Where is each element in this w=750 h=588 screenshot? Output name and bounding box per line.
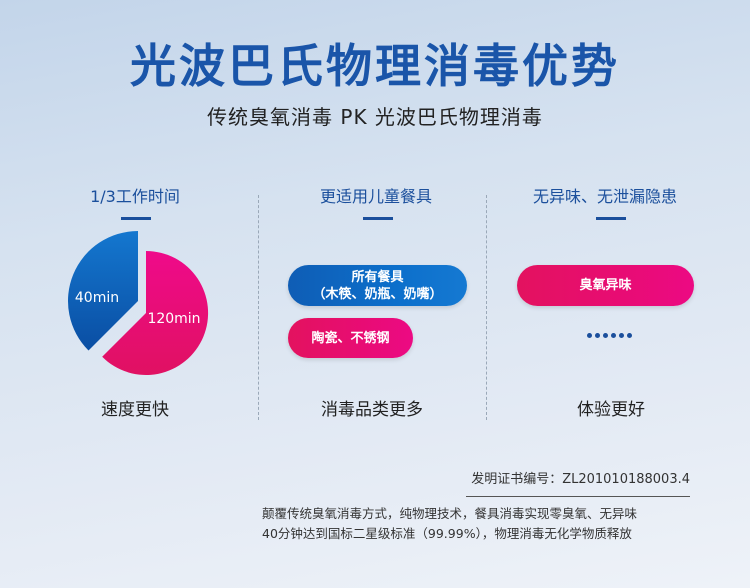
time-pie-chart: 40min 120min (50, 225, 220, 395)
column-2-title-underline (363, 217, 393, 220)
column-2-footer: 消毒品类更多 (321, 400, 423, 420)
pill-ozone-odor-label: 臭氧异味 (579, 278, 632, 293)
patent-number: 发明证书编号：ZL201010188003.4 (471, 472, 690, 487)
column-1-title: 1/3工作时间 (90, 187, 180, 206)
column-3-footer: 体验更好 (577, 400, 645, 420)
pill-ceramic-steel: 陶瓷、不锈钢 (288, 318, 413, 358)
page-title: 光波巴氏物理消毒优势 (130, 39, 620, 93)
column-2-title: 更适用儿童餐具 (319, 187, 432, 206)
dot-icon (587, 333, 592, 338)
column-divider-1 (258, 195, 259, 420)
column-3-title-underline (596, 217, 626, 220)
column-1-footer: 速度更快 (101, 400, 169, 420)
column-1-title-underline (121, 217, 151, 220)
pie-label-120min: 120min (147, 311, 201, 327)
column-3-title: 无异味、无泄漏隐患 (532, 187, 677, 206)
ellipsis-dots (587, 333, 632, 338)
pill-ceramic-steel-label: 陶瓷、不锈钢 (311, 330, 390, 346)
pie-slice-40min (67, 231, 138, 351)
column-divider-2 (486, 195, 487, 420)
dot-icon (603, 333, 608, 338)
pill-all-tableware-line1: 所有餐具 (351, 269, 404, 285)
page-subtitle: 传统臭氧消毒 PK 光波巴氏物理消毒 (207, 105, 543, 129)
pie-slice-120min (102, 250, 209, 375)
pill-all-tableware-line2: （木筷、奶瓶、奶嘴） (312, 286, 443, 302)
description-line-2: 40分钟达到国标二星级标准（99.99%），物理消毒无化学物质释放 (262, 526, 632, 541)
pie-chart-icon (67, 231, 209, 375)
dot-icon (619, 333, 624, 338)
dot-icon (627, 333, 632, 338)
description: 颠覆传统臭氧消毒方式，纯物理技术，餐具消毒实现零臭氧、无异味 40分钟达到国标二… (262, 504, 702, 544)
dot-icon (595, 333, 600, 338)
description-line-1: 颠覆传统臭氧消毒方式，纯物理技术，餐具消毒实现零臭氧、无异味 (262, 506, 638, 521)
pill-ozone-odor: 臭氧异味 (517, 265, 694, 306)
patent-underline (466, 496, 690, 497)
dot-icon (611, 333, 616, 338)
pill-all-tableware: 所有餐具 （木筷、奶瓶、奶嘴） (288, 265, 467, 306)
pie-label-40min: 40min (74, 290, 120, 306)
